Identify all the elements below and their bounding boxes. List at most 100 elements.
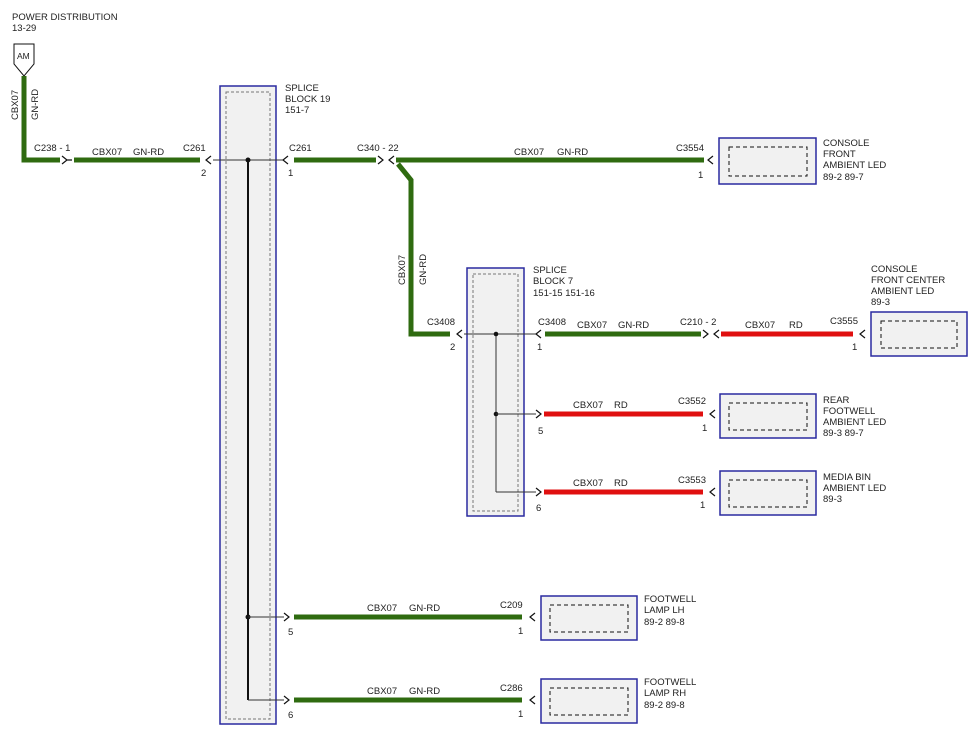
media-bin-line2: AMBIENT LED — [823, 483, 886, 494]
conn-c3552-label: C3552 — [678, 396, 706, 407]
source-title: POWER DISTRIBUTION — [12, 12, 118, 23]
media-bin-ambient-led[interactable] — [719, 470, 817, 516]
fuse-label: AM — [17, 51, 30, 61]
row4-left-pin: 6 — [536, 503, 541, 514]
c3553-connector-icon — [709, 487, 716, 497]
row6-color: GN-RD — [409, 686, 440, 697]
rear-footwell-line2: FOOTWELL — [823, 406, 875, 417]
branch-color: GN-RD — [418, 254, 429, 285]
c210-connector-icon — [702, 329, 720, 339]
c3552-connector-icon — [709, 409, 716, 419]
conn-c286-label: C286 — [500, 683, 523, 694]
rear-footwell-pages: 89-3 89-7 — [823, 428, 864, 439]
console-center-line2: FRONT CENTER — [871, 275, 945, 286]
splice19-name2: BLOCK 19 — [285, 94, 330, 105]
row3-color: RD — [614, 400, 628, 411]
rear-footwell-line3: AMBIENT LED — [823, 417, 886, 428]
row5-left-pin: 5 — [288, 627, 293, 638]
source-page-ref: 13-29 — [12, 23, 36, 34]
conn-c3555-label: C3555 — [830, 316, 858, 327]
row4-left-connector-icon — [535, 487, 542, 497]
c3408-right-connector-icon — [535, 329, 542, 339]
row2-color-b: RD — [789, 320, 803, 331]
footwell-lh-line2: LAMP LH — [644, 605, 685, 616]
conn-c3408-left-label: C3408 — [427, 317, 455, 328]
c261-right-pin: 1 — [288, 168, 293, 179]
c286-pin: 1 — [518, 709, 523, 720]
console-front-pages: 89-2 89-7 — [823, 172, 864, 183]
fuse-am-symbol[interactable]: AM — [13, 43, 35, 77]
wire-branch-vertical[interactable] — [396, 162, 450, 337]
row5-color: GN-RD — [409, 603, 440, 614]
row6-circuit: CBX07 — [367, 686, 397, 697]
footwell-lh-line1: FOOTWELL — [644, 594, 696, 605]
footwell-rh-line2: LAMP RH — [644, 688, 686, 699]
c340-connector-icon — [377, 155, 395, 165]
conn-c3554-label: C3554 — [676, 143, 704, 154]
c3555-connector-icon — [859, 329, 866, 339]
c3408-right-pin: 1 — [537, 342, 542, 353]
rear-footwell-ambient-led[interactable] — [719, 393, 817, 439]
row1-color-a: GN-RD — [133, 147, 164, 158]
wire-vertical-circuit: CBX07 — [10, 90, 21, 120]
console-center-page: 89-3 — [871, 297, 890, 308]
row4-color: RD — [614, 478, 628, 489]
row6-left-pin: 6 — [288, 710, 293, 721]
footwell-rh-pages: 89-2 89-8 — [644, 700, 685, 711]
console-front-ambient-led[interactable] — [718, 137, 817, 185]
splice19-page: 151-7 — [285, 105, 309, 116]
conn-c261-right-label: C261 — [289, 143, 312, 154]
splice7-name: SPLICE — [533, 265, 567, 276]
c261-right-connector-icon — [282, 155, 289, 165]
row4-circuit: CBX07 — [573, 478, 603, 489]
c3553-pin: 1 — [700, 500, 705, 511]
row5-left-connector-icon — [283, 612, 290, 622]
c286-connector-icon — [529, 695, 536, 705]
c3408-left-connector-icon — [456, 329, 463, 339]
console-front-center-ambient-led[interactable] — [870, 311, 968, 357]
rear-footwell-line1: REAR — [823, 395, 850, 406]
c3555-pin: 1 — [852, 342, 857, 353]
wire-source-vertical[interactable] — [21, 76, 60, 163]
c209-pin: 1 — [518, 626, 523, 637]
c3554-connector-icon — [707, 155, 714, 165]
c261-left-pin: 2 — [201, 168, 206, 179]
media-bin-page: 89-3 — [823, 494, 842, 505]
row6-left-connector-icon — [283, 695, 290, 705]
console-center-line3: AMBIENT LED — [871, 286, 934, 297]
footwell-rh-line1: FOOTWELL — [644, 677, 696, 688]
footwell-lamp-rh[interactable] — [540, 678, 638, 724]
conn-c209-label: C209 — [500, 600, 523, 611]
conn-c340-label: C340 - 22 — [357, 143, 399, 154]
c3552-pin: 1 — [702, 423, 707, 434]
row1-circuit-b: CBX07 — [514, 147, 544, 158]
row1-circuit-a: CBX07 — [92, 147, 122, 158]
row2-color-a: GN-RD — [618, 320, 649, 331]
c261-left-connector-icon — [205, 155, 212, 165]
conn-c238-label: C238 - 1 — [34, 143, 70, 154]
console-front-line1: CONSOLE — [823, 138, 869, 149]
media-bin-line1: MEDIA BIN — [823, 472, 871, 483]
row2-circuit-a: CBX07 — [577, 320, 607, 331]
row3-left-connector-icon — [535, 409, 542, 419]
row1-color-b: GN-RD — [557, 147, 588, 158]
splice7-pages: 151-15 151-16 — [533, 288, 595, 299]
row2-circuit-b: CBX07 — [745, 320, 775, 331]
conn-c210-label: C210 - 2 — [680, 317, 716, 328]
row5-circuit: CBX07 — [367, 603, 397, 614]
console-center-line1: CONSOLE — [871, 264, 917, 275]
conn-c3553-label: C3553 — [678, 475, 706, 486]
splice7-node-top — [493, 331, 499, 337]
footwell-lamp-lh[interactable] — [540, 595, 638, 641]
c3554-pin: 1 — [698, 170, 703, 181]
conn-c3408-right-label: C3408 — [538, 317, 566, 328]
wire-vertical-color: GN-RD — [30, 89, 41, 120]
footwell-lh-pages: 89-2 89-8 — [644, 617, 685, 628]
row3-left-pin: 5 — [538, 426, 543, 437]
c238-connector-icon — [61, 155, 72, 165]
branch-circuit: CBX07 — [397, 255, 408, 285]
conn-c261-left-label: C261 — [183, 143, 206, 154]
console-front-line3: AMBIENT LED — [823, 160, 886, 171]
console-front-line2: FRONT — [823, 149, 856, 160]
